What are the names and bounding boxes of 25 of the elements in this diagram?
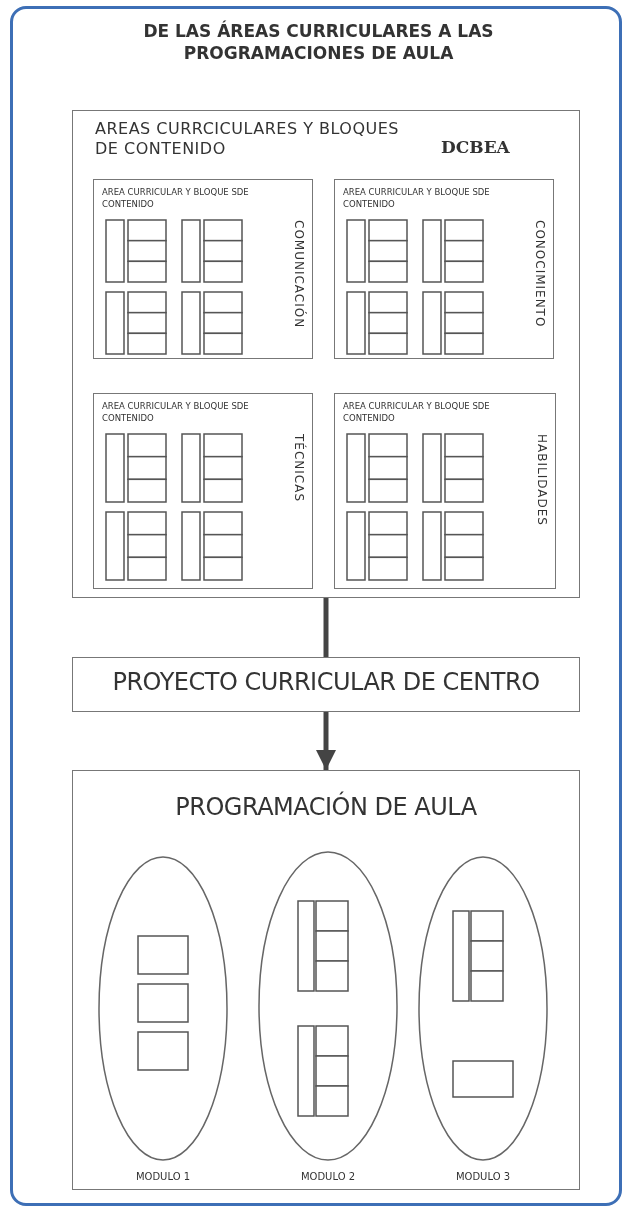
area-name: CONOCIMIENTO — [533, 220, 547, 328]
program-heading: PROGRAMACIÓN DE AULA — [174, 793, 478, 821]
area-heading: AREA CURRICULAR Y BLOQUE SDE CONTENIDO — [343, 400, 491, 424]
area-heading: AREA CURRICULAR Y BLOQUE SDE CONTENIDO — [343, 186, 491, 210]
area-box — [93, 179, 313, 359]
program-box — [72, 770, 580, 1190]
area-box — [334, 393, 556, 589]
area-name: COMUNICACIÓN — [292, 220, 306, 329]
panel-code: DCBEA — [441, 137, 510, 157]
area-heading: AREA CURRICULAR Y BLOQUE SDE CONTENIDO — [102, 400, 250, 424]
module-label: MODULO 2 — [299, 1171, 357, 1182]
area-box — [334, 179, 554, 359]
arrow — [316, 712, 336, 770]
area-name: TÉCNICAS — [292, 434, 306, 502]
band-box — [72, 657, 580, 712]
module-label: MODULO 3 — [454, 1171, 512, 1182]
area-name: HABILIDADES — [535, 434, 549, 526]
area-heading: AREA CURRICULAR Y BLOQUE SDE CONTENIDO — [102, 186, 250, 210]
content-panel — [72, 110, 580, 598]
title: DE LAS ÁREAS CURRICULARES A LAS PROGRAMACIONES DE AULA — [142, 20, 495, 64]
area-box — [93, 393, 313, 589]
panel-heading: AREAS CURRCICULARES Y BLOQUES DE CONTENIDO — [95, 119, 400, 159]
band-label: PROYECTO CURRICULAR DE CENTRO — [111, 668, 541, 696]
connector-line — [323, 598, 329, 657]
module-label: MODULO 1 — [134, 1171, 192, 1182]
